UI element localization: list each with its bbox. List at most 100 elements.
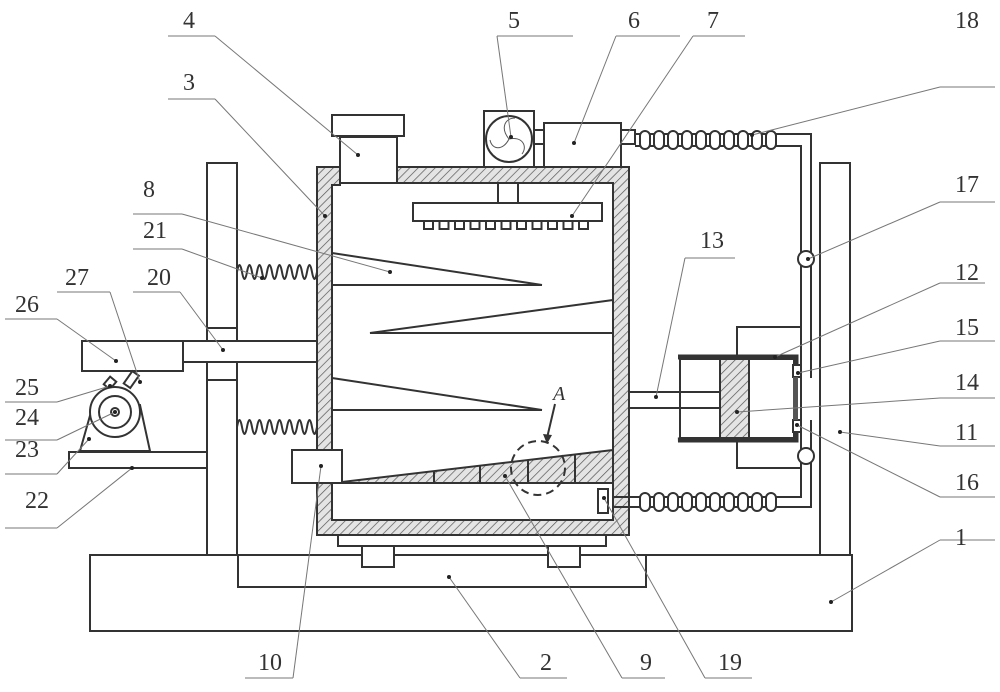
motor-wheel-inner (98, 395, 132, 429)
callout-dot (113, 410, 117, 414)
callout-label: 13 (700, 228, 724, 254)
callout-dot (87, 437, 91, 441)
callout-6: 6 (572, 8, 680, 145)
bellows-fold (751, 130, 763, 150)
callout-label: 7 (707, 8, 719, 34)
fan-wheel (485, 115, 533, 163)
callout-label: 19 (718, 650, 742, 676)
detail-circle-a (510, 440, 566, 496)
callout-label: 3 (183, 70, 195, 96)
callout-leader (56, 467, 133, 529)
callout-leader (839, 431, 941, 447)
callout-26: 26 (5, 292, 118, 363)
callout-20: 20 (133, 265, 225, 352)
port-upper (792, 364, 802, 378)
motor-platform (68, 451, 208, 469)
callout-label: 8 (143, 177, 155, 203)
callout-13: 13 (654, 228, 735, 399)
callout-leader (496, 35, 512, 138)
spray-nozzle (485, 220, 496, 230)
callout-leader (56, 438, 90, 475)
callout-label: 18 (955, 8, 979, 34)
bellows-fold (723, 130, 735, 150)
callout-dot (750, 133, 754, 137)
callout-leader (830, 539, 941, 603)
callout-8: 8 (133, 177, 392, 274)
baffle-2 (369, 299, 614, 334)
spray-nozzle (423, 220, 434, 230)
callout-leader (448, 576, 521, 679)
callout-label: 12 (955, 260, 979, 286)
callout-5: 5 (496, 8, 573, 139)
callout-leader (214, 35, 359, 156)
spray-nozzle (578, 220, 589, 230)
bellows-fold (695, 130, 707, 150)
callout-dot (572, 141, 576, 145)
callout-leader (214, 98, 326, 217)
callout-label: 6 (628, 8, 640, 34)
callout-15: 15 (796, 315, 995, 375)
callout-12: 12 (773, 260, 985, 359)
callout-3: 3 (168, 70, 327, 218)
striker-block (81, 340, 184, 372)
callout-label: 15 (955, 315, 979, 341)
tank-foot-right (547, 544, 581, 568)
callout-leader (179, 291, 224, 351)
detail-arrow-a (546, 403, 556, 439)
screen-dividers (433, 455, 576, 483)
spray-nozzle (516, 220, 527, 230)
callout-leader (181, 248, 263, 279)
callout-leader (796, 424, 941, 498)
motor-shaft (110, 407, 120, 417)
callout-25: 25 (5, 375, 112, 403)
callout-leader (751, 86, 941, 136)
bellows-fold (765, 492, 777, 512)
callout-leader (181, 213, 391, 273)
callout-18: 18 (750, 8, 995, 137)
callout-label: 16 (955, 470, 979, 496)
callout-10: 10 (245, 464, 323, 679)
detail-label-a: A (551, 383, 566, 405)
bellows-fold (667, 492, 679, 512)
base-plate (89, 554, 853, 632)
callout-label: 21 (143, 218, 167, 244)
callout-17: 17 (806, 172, 995, 261)
feed-inlet (339, 136, 398, 184)
callout-2: 2 (447, 575, 567, 679)
spray-nozzle (469, 220, 481, 230)
bellows-fold (681, 492, 693, 512)
callout-leader (774, 282, 941, 358)
callout-dot (447, 575, 451, 579)
callout-7: 7 (570, 8, 745, 218)
tank-foot-left (361, 544, 395, 568)
callout-4: 4 (168, 8, 360, 157)
discharge-chute (291, 449, 343, 484)
spring-upper (236, 264, 318, 280)
callout-dot (356, 153, 360, 157)
callout-label: 26 (15, 292, 39, 318)
bellows-fold (639, 492, 651, 512)
callout-27: 27 (57, 265, 142, 384)
callout-dot (838, 430, 842, 434)
callout-leader (292, 465, 322, 679)
bellows-fold (765, 130, 777, 150)
callout-label: 25 (15, 375, 39, 401)
callout-label: 9 (640, 650, 652, 676)
spray-nozzle (531, 220, 543, 230)
callout-dot (509, 135, 513, 139)
callout-24: 24 (5, 405, 117, 441)
check-valve-lower (797, 447, 815, 465)
air-pipe-upper (635, 133, 812, 378)
fan-coupling (533, 129, 545, 145)
callout-dot (829, 600, 833, 604)
callout-23: 23 (5, 437, 91, 475)
bellows-fold (653, 130, 665, 150)
callout-leader (736, 397, 941, 413)
bellows-fold (737, 130, 749, 150)
callout-dot (503, 474, 507, 478)
spring-lower (236, 419, 318, 435)
bellows-fold (695, 492, 707, 512)
callout-leader (573, 35, 617, 144)
